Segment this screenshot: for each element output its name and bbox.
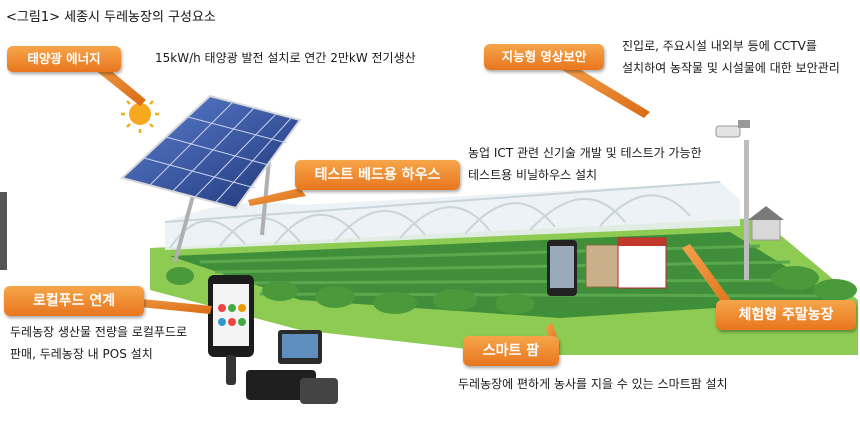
pos-terminal-icon [208,275,338,404]
smartfarm-devices [547,237,667,296]
desc-testbed-line1: 농업 ICT 관련 신기술 개발 및 테스트가 가능한 [468,146,702,160]
tag-testbed: 테스트 베드용 하우스 [295,160,460,190]
greenhouse [164,181,740,250]
left-edge-bar [0,192,7,270]
tag-localfood: 로컬푸드 연계 [4,286,144,316]
desc-testbed-line2: 테스트용 비닐하우스 설치 [468,168,598,182]
shed [748,206,784,241]
cctv-camera-icon [715,120,750,280]
desc-localfood-line1: 두레농장 생산물 전량을 로컬푸드로 [10,325,188,339]
desc-solar: 15kW/h 태양광 발전 설치로 연간 2만kW 전기생산 [155,51,416,65]
desc-security-line2: 설치하여 농작물 및 시설물에 대한 보안관리 [622,61,840,75]
desc-smartfarm: 두레농장에 편하게 농사를 지을 수 있는 스마트팜 설치 [458,377,728,391]
tag-security: 지능형 영상보안 [484,44,604,70]
desc-security-line1: 진입로, 주요시설 내외부 등에 CCTV를 [622,39,817,53]
solar-panel [119,94,302,263]
desc-localfood-line2: 판매, 두레농장 내 POS 설치 [10,347,153,361]
figure-title: <그림1> 세종시 두레농장의 구성요소 [6,10,216,25]
tag-solar: 태양광 에너지 [7,46,121,72]
tag-smartfarm: 스마트 팜 [463,336,559,366]
bushes [166,266,857,314]
tag-weekend-farm: 체험형 주말농장 [716,300,856,330]
